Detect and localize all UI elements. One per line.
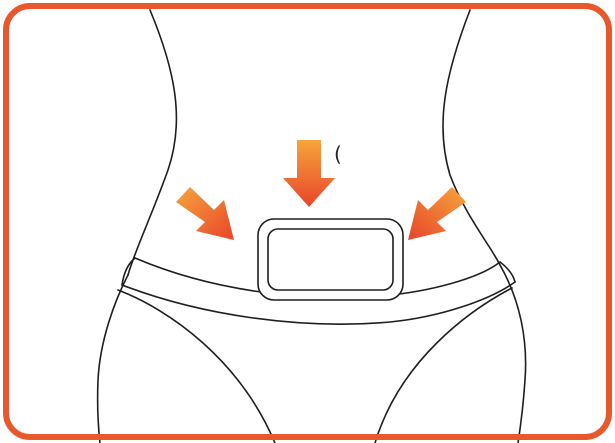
arrow-down-icon <box>283 140 335 207</box>
torso-right-contour <box>442 9 501 266</box>
patch-inner <box>267 228 394 291</box>
right-leg-opening <box>374 287 513 443</box>
left-hip-contour <box>96 274 129 443</box>
left-leg-opening <box>117 289 276 443</box>
waistband-right-fold <box>499 261 516 283</box>
torso-left-contour <box>127 9 178 276</box>
waistband-bottom <box>121 281 516 325</box>
arrow-down-right-icon <box>176 187 234 240</box>
frame-border <box>3 3 612 440</box>
right-hip-contour <box>499 264 527 443</box>
torso-outline <box>96 9 527 443</box>
patch-icon <box>257 218 404 301</box>
stray-mark: ( <box>334 142 342 166</box>
waistband-left-fold <box>121 257 136 286</box>
arrow-down-left-icon <box>408 187 466 240</box>
